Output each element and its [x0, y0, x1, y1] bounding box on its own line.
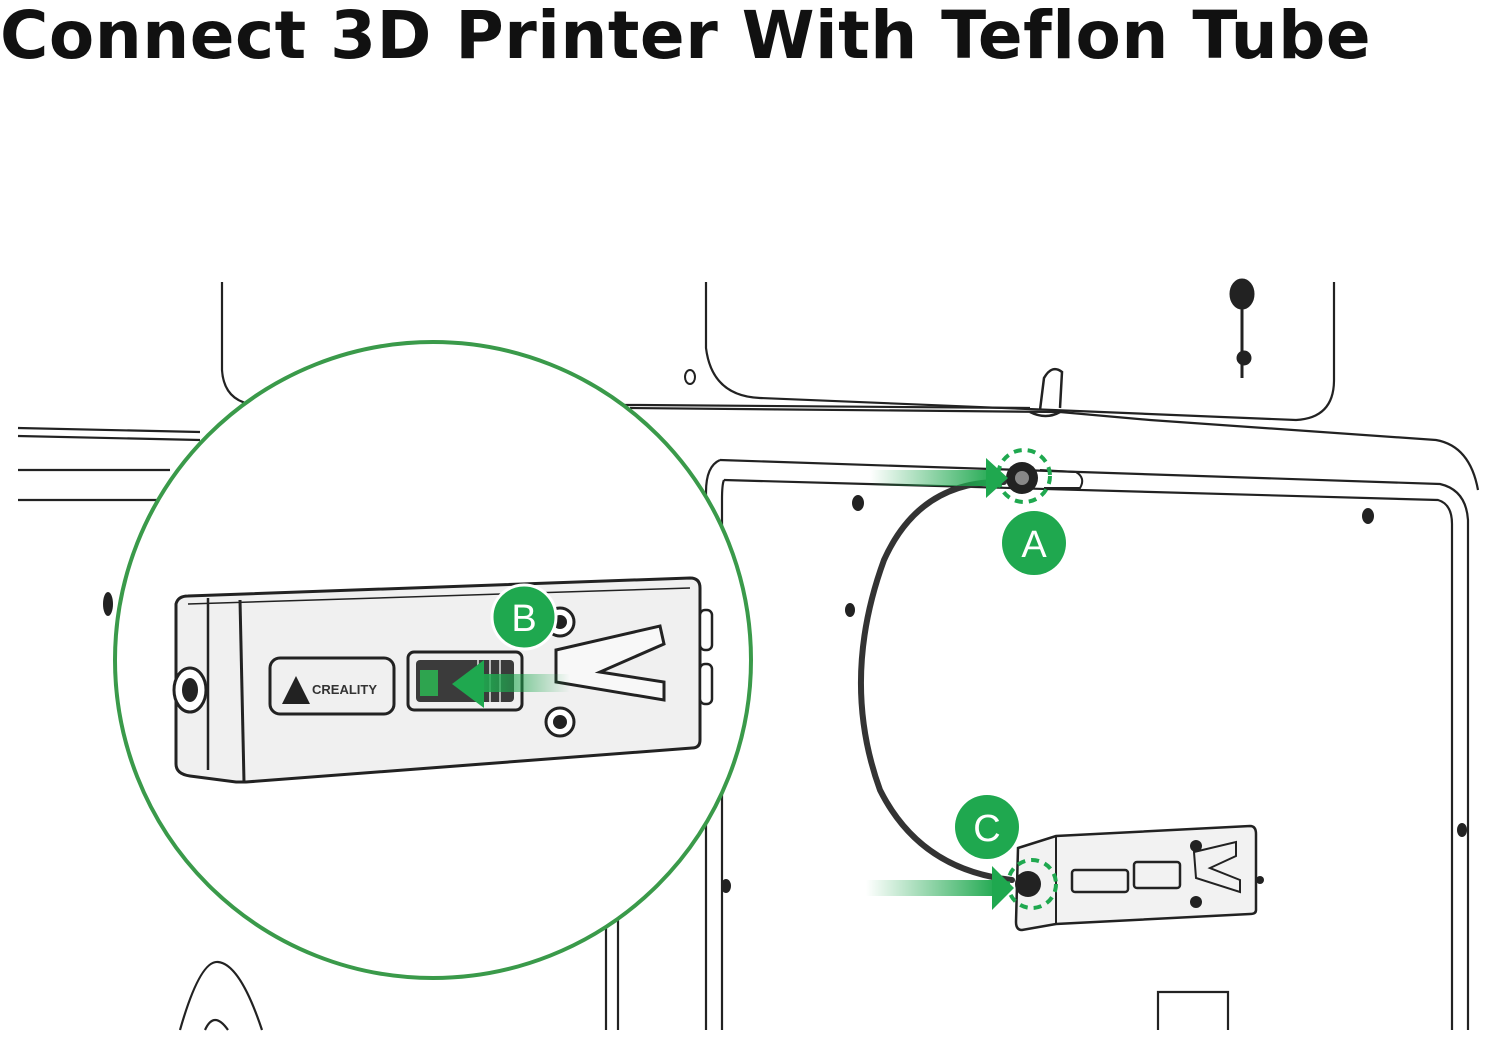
page-title: Connect 3D Printer With Teflon Tube — [0, 0, 1372, 74]
marker-a-label: A — [1021, 524, 1047, 566]
marker-b-badge: B — [490, 583, 558, 651]
printer-frame — [17, 282, 1480, 1031]
filament-sensor-zoomed: CREALITY — [172, 576, 714, 784]
arrow-to-port-a — [870, 458, 1008, 498]
small-hole — [684, 369, 696, 385]
marker-c-label: C — [973, 808, 1000, 850]
frame-screws — [103, 495, 1467, 893]
arrow-to-port-b — [452, 660, 570, 708]
marker-a-badge: A — [1002, 511, 1066, 575]
top-hook-icon — [1229, 278, 1255, 378]
brand-logo-text: CREALITY — [312, 682, 377, 697]
top-clip-icon — [1029, 367, 1064, 418]
top-rail — [1039, 469, 1084, 489]
marker-b-label: B — [511, 598, 536, 640]
filament-sensor-small — [1014, 824, 1264, 932]
arrow-to-port-c — [866, 866, 1014, 910]
teflon-tube — [858, 478, 1015, 883]
port-a-connector — [996, 448, 1052, 504]
marker-c-badge: C — [955, 795, 1019, 859]
port-a-highlight-ring — [996, 448, 1052, 504]
